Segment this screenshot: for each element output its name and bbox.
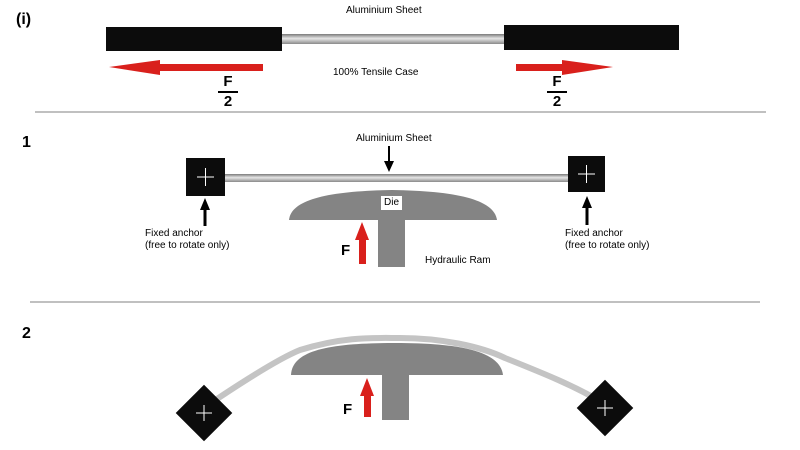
fraction-denominator: 2 xyxy=(552,93,562,110)
right-clamp xyxy=(568,156,605,192)
anchor-label-line2: (free to rotate only) xyxy=(565,240,650,251)
right-anchor-label: Fixed anchor (free to rotate only) xyxy=(565,228,649,252)
section-1-marker: 1 xyxy=(22,134,31,151)
section-2-marker: 2 xyxy=(22,325,31,342)
left-force-arrow xyxy=(109,60,263,75)
left-anchor-label: Fixed anchor (free to rotate only) xyxy=(145,228,229,252)
sheet-label: Aluminium Sheet xyxy=(346,5,422,16)
force-label: F xyxy=(343,401,353,418)
anchor-label-line2: (free to rotate only) xyxy=(145,240,230,251)
section-i-marker: (i) xyxy=(16,11,32,28)
left-grip xyxy=(106,27,282,51)
fraction-denominator: 2 xyxy=(223,93,233,110)
bent-sheet xyxy=(202,334,608,410)
section-2 xyxy=(175,334,634,442)
hydraulic-ram xyxy=(378,219,405,267)
die-label-box xyxy=(381,196,402,210)
anchor-label-line1: Fixed anchor xyxy=(145,228,203,239)
sheet-label: Aluminium Sheet xyxy=(356,133,432,144)
die xyxy=(291,343,503,375)
fraction-numerator: F xyxy=(552,73,562,90)
left-force-fraction: F 2 xyxy=(218,74,238,110)
case-label: 100% Tensile Case xyxy=(333,67,419,78)
right-clamp xyxy=(576,379,634,437)
force-arrow xyxy=(360,378,374,417)
force-label: F xyxy=(341,242,351,259)
left-anchor-arrow xyxy=(200,198,210,226)
section-i xyxy=(106,25,679,75)
ram-label: Hydraulic Ram xyxy=(425,255,491,266)
anchor-label-line1: Fixed anchor xyxy=(565,228,623,239)
sheet-strip xyxy=(224,174,569,182)
left-clamp xyxy=(186,158,225,196)
right-grip xyxy=(504,25,679,50)
force-arrow xyxy=(355,222,369,264)
section-1 xyxy=(186,146,605,267)
right-anchor-arrow xyxy=(582,196,592,225)
right-force-fraction: F 2 xyxy=(547,74,567,110)
fraction-numerator: F xyxy=(223,73,233,90)
hydraulic-ram xyxy=(382,373,409,420)
die-label: Die xyxy=(384,197,400,208)
sheet-pointer-arrow xyxy=(384,146,394,172)
sheet-strip xyxy=(280,34,506,44)
right-force-arrow xyxy=(516,60,613,75)
